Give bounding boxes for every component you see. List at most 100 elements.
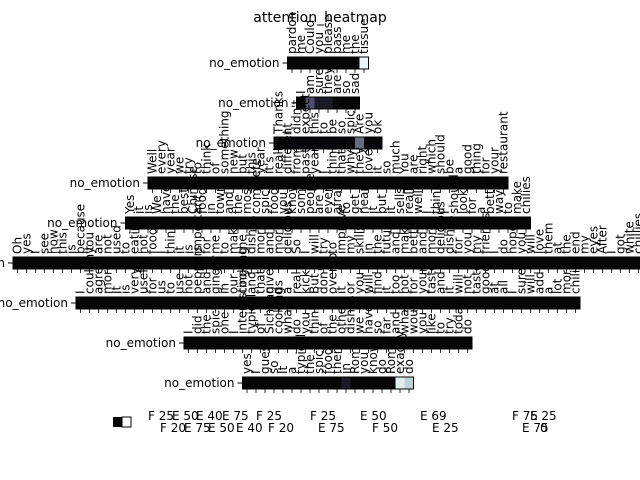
token-label: past xyxy=(299,148,313,174)
token-label: I xyxy=(317,170,331,174)
heatmap-cell xyxy=(143,217,153,229)
token-label: spicy xyxy=(209,303,223,334)
row-frame xyxy=(183,336,473,350)
heatmap-cell xyxy=(571,297,581,309)
heatmap-cell xyxy=(413,217,423,229)
token-label: important xyxy=(191,194,205,254)
token-label: please xyxy=(321,15,335,54)
heatmap-cell xyxy=(112,297,122,309)
token-label: delicious xyxy=(281,201,295,254)
heatmap-cell xyxy=(373,137,383,149)
token-label: Rome xyxy=(348,340,362,374)
heatmap-cell xyxy=(418,177,428,189)
heatmap-cell xyxy=(274,337,284,349)
heatmap-cell xyxy=(427,337,437,349)
heatmap-row: no_emotionIdidthespicyoneIinterestingtyp… xyxy=(106,269,475,353)
heatmap-cell xyxy=(359,57,369,69)
token-label: will xyxy=(524,274,538,294)
heatmap-cell xyxy=(350,217,360,229)
token-label: are xyxy=(407,155,421,174)
token-label: Chinese xyxy=(186,166,200,214)
heatmap-cell xyxy=(346,257,356,269)
heatmap-cell xyxy=(184,297,194,309)
heatmap-cell xyxy=(112,257,122,269)
heatmap-cell xyxy=(499,177,509,189)
token-label: sad xyxy=(348,73,362,94)
token-label: think xyxy=(308,304,322,334)
token-label: be xyxy=(443,159,457,174)
token-label: to xyxy=(218,242,232,254)
heatmap-cell xyxy=(301,337,311,349)
token-label: why xyxy=(344,149,358,174)
token-label: think xyxy=(429,184,443,214)
token-label: chilies xyxy=(519,176,533,214)
token-label: yes xyxy=(240,353,254,374)
heatmap-cell xyxy=(328,177,338,189)
token-label: dishes xyxy=(443,216,457,254)
heatmap-cell xyxy=(274,177,284,189)
token-label: think xyxy=(200,144,214,174)
token-label: how xyxy=(47,229,61,254)
token-label: best xyxy=(177,188,191,214)
token-label: and xyxy=(245,271,259,294)
token-label: my xyxy=(344,235,358,254)
heatmap-cell xyxy=(391,257,401,269)
token-label: but xyxy=(236,154,250,174)
token-label: don't xyxy=(317,263,331,294)
token-label: to xyxy=(317,122,331,134)
heatmap-cell xyxy=(278,377,288,389)
token-label: most xyxy=(240,184,254,214)
heatmap-cell xyxy=(422,217,432,229)
heatmap-cell xyxy=(476,217,486,229)
token-label: yes xyxy=(20,233,34,254)
token-label: sure xyxy=(312,68,326,94)
heatmap-row: no_emotionyesIguesssoItatypicalthespicyf… xyxy=(164,331,416,393)
token-label: am xyxy=(303,75,317,94)
token-label: our xyxy=(227,274,241,294)
token-label: something xyxy=(218,110,232,174)
token-label: you xyxy=(83,232,97,254)
token-label: friends xyxy=(479,213,493,254)
token-label: Sichuan xyxy=(263,286,277,334)
token-label: my xyxy=(578,235,592,254)
token-label: is xyxy=(119,284,133,294)
heatmap-cell xyxy=(364,177,374,189)
token-label: a xyxy=(285,367,299,374)
row-frame xyxy=(273,136,383,150)
heatmap-cell xyxy=(238,257,248,269)
token-label: real xyxy=(290,271,304,294)
token-label: they xyxy=(353,147,367,174)
token-label: for xyxy=(465,197,479,214)
token-label: Well xyxy=(146,149,160,174)
heatmap-cell xyxy=(445,337,455,349)
row-frame xyxy=(147,176,509,190)
token-label: for xyxy=(479,157,493,174)
heatmap-cell xyxy=(188,217,198,229)
heatmap-cell xyxy=(355,177,365,189)
heatmap-cell xyxy=(332,97,342,109)
token-label: this xyxy=(308,112,322,134)
heatmap-cell xyxy=(328,297,338,309)
token-label: Yes xyxy=(123,195,137,215)
colorbar-tick-label: E 50 xyxy=(172,409,199,423)
heatmap-cell xyxy=(382,257,392,269)
token-label: eyes xyxy=(587,226,601,254)
token-label: food xyxy=(267,187,281,214)
token-label: to xyxy=(501,202,515,214)
token-label: have xyxy=(159,185,173,214)
token-label: very xyxy=(128,267,142,294)
heatmap-cell xyxy=(305,97,315,109)
heatmap-cell xyxy=(265,297,275,309)
token-label: hot xyxy=(398,274,412,294)
heatmap-cell xyxy=(134,217,144,229)
heatmap-cell xyxy=(512,217,522,229)
token-label: couldn't xyxy=(83,246,97,294)
token-label: you xyxy=(312,32,326,54)
heatmap-cell xyxy=(305,377,315,389)
heatmap-cell xyxy=(179,217,189,229)
token-label: this xyxy=(245,152,259,174)
heatmap-cell xyxy=(220,297,230,309)
colorbar-tick-label: E 25 xyxy=(432,421,459,435)
heatmap-cell xyxy=(58,257,68,269)
heatmap-cell xyxy=(616,257,626,269)
